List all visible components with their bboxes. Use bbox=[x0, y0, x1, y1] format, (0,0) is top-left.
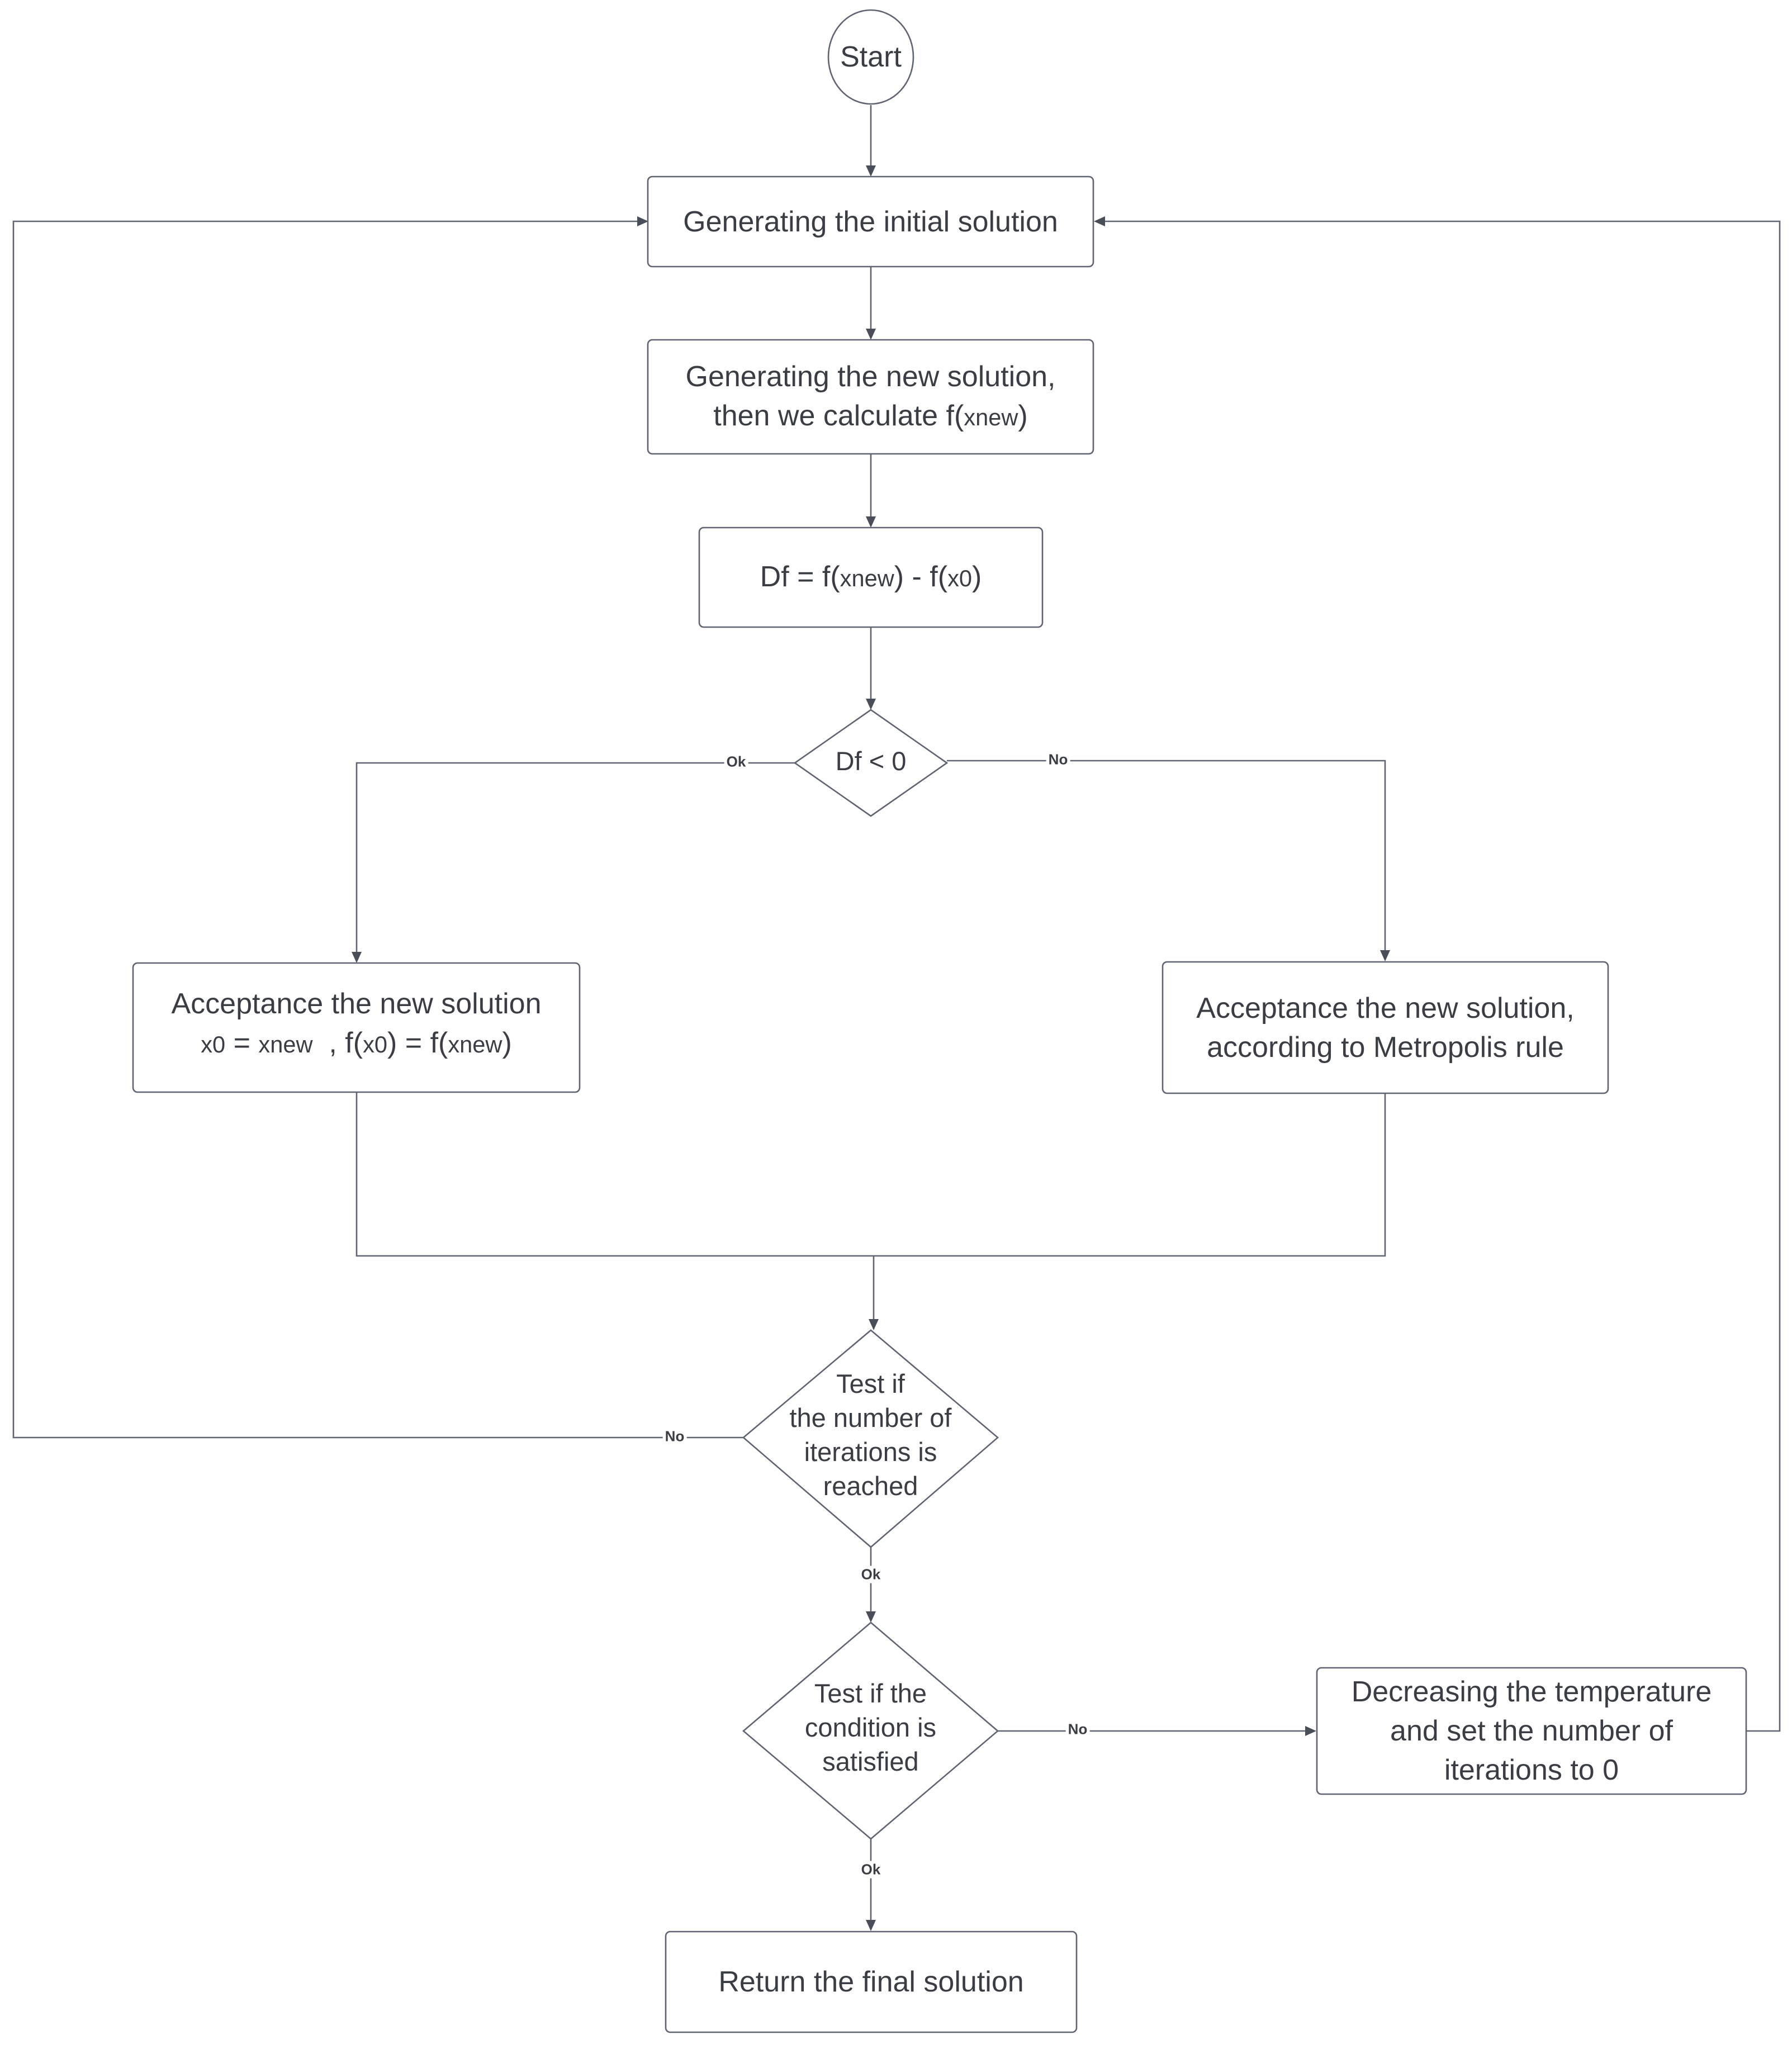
edge-temperature-loop bbox=[1103, 220, 1781, 1732]
metropolis-node: Acceptance the new solution, according t… bbox=[1163, 962, 1608, 1093]
df-calc-shape bbox=[698, 527, 1044, 628]
shapes bbox=[132, 9, 1747, 2033]
df-decision-shape bbox=[793, 709, 949, 817]
accept-new-node: Acceptance the new solution x0 = xnew , … bbox=[133, 963, 580, 1092]
start-node: Start bbox=[828, 10, 913, 104]
metropolis-shape bbox=[1162, 961, 1609, 1094]
accept-new-line1: Acceptance the new solution bbox=[171, 988, 542, 1020]
arrowhead-icon bbox=[1094, 216, 1105, 226]
iterations-test-line: iterations is bbox=[804, 1437, 937, 1467]
iterations-test-line: the number of bbox=[789, 1403, 952, 1433]
new-solution-shape bbox=[647, 339, 1094, 455]
accept-new-shape bbox=[132, 962, 581, 1093]
df-calc-formula: Df = f(xnew) - f(x0) bbox=[760, 560, 982, 593]
edge-label-iterations-ok: Ok bbox=[859, 1566, 883, 1583]
edge-label-condition-ok: Ok bbox=[859, 1861, 883, 1879]
final-solution-label: Return the final solution bbox=[718, 1966, 1024, 1998]
edge-label-df-no: No bbox=[1046, 751, 1070, 769]
new-solution-node: Generating the new solution, then we cal… bbox=[648, 340, 1093, 454]
arrowhead-icon bbox=[866, 1611, 876, 1623]
arrowhead-icon bbox=[637, 216, 648, 226]
decrease-temperature-shape bbox=[1316, 1667, 1747, 1795]
iterations-test-node: Test if the number of iterations is reac… bbox=[743, 1330, 998, 1547]
arrowhead-icon bbox=[866, 165, 876, 177]
condition-test-line: condition is bbox=[804, 1713, 937, 1742]
accept-new-line2: x0 = xnew , f(x0) = f(xnew) bbox=[201, 1027, 512, 1059]
decrease-temperature-node: Decreasing the temperature and set the n… bbox=[1317, 1668, 1746, 1794]
iterations-test-line: reached bbox=[823, 1471, 918, 1501]
arrowhead-icon bbox=[1380, 950, 1390, 961]
iterations-test-line: Test if bbox=[836, 1369, 905, 1398]
new-solution-line2: then we calculate f(xnew) bbox=[713, 399, 1028, 432]
edge-accept-merge bbox=[355, 1092, 1386, 1257]
arrowhead-icon bbox=[866, 1920, 876, 1931]
condition-test-node: Test if the condition is satisfied bbox=[743, 1623, 998, 1839]
condition-test-shape bbox=[742, 1621, 999, 1840]
condition-test-line: Test if the bbox=[814, 1678, 927, 1708]
arrowhead-icon bbox=[866, 329, 876, 340]
arrowhead-icon bbox=[869, 1319, 879, 1330]
decrease-temperature-line: and set the number of bbox=[1390, 1715, 1673, 1747]
arrowhead-icon bbox=[352, 952, 362, 963]
condition-test-line: satisfied bbox=[822, 1747, 919, 1776]
df-decision-node: Df < 0 bbox=[795, 710, 947, 816]
arrowhead-icon bbox=[866, 516, 876, 528]
iterations-test-shape bbox=[742, 1329, 999, 1548]
df-decision-label: Df < 0 bbox=[835, 746, 907, 776]
arrowhead-icon bbox=[1305, 1726, 1316, 1736]
new-solution-line1: Generating the new solution, bbox=[685, 360, 1056, 393]
start-label: Start bbox=[840, 41, 902, 73]
edge-label-iterations-no: No bbox=[662, 1427, 687, 1445]
initial-solution-node: Generating the initial solution bbox=[648, 177, 1093, 267]
arrowhead-icon bbox=[866, 699, 876, 710]
df-calc-node: Df = f(xnew) - f(x0) bbox=[699, 528, 1042, 627]
initial-solution-shape bbox=[647, 176, 1094, 268]
metropolis-line1: Acceptance the new solution, bbox=[1196, 992, 1575, 1024]
edge-iterations-no bbox=[12, 220, 743, 1439]
initial-solution-label: Generating the initial solution bbox=[683, 205, 1058, 238]
edge-label-condition-no: No bbox=[1065, 1720, 1090, 1738]
final-solution-shape bbox=[665, 1931, 1078, 2033]
edge-decision-ok bbox=[355, 762, 795, 954]
decrease-temperature-line: Decreasing the temperature bbox=[1351, 1676, 1712, 1708]
edges bbox=[12, 105, 1781, 1931]
metropolis-line2: according to Metropolis rule bbox=[1207, 1031, 1564, 1064]
start-node-shape bbox=[827, 9, 914, 105]
edge-decision-no bbox=[947, 760, 1386, 952]
decrease-temperature-line: iterations to 0 bbox=[1444, 1754, 1619, 1786]
final-solution-node: Return the final solution bbox=[666, 1932, 1077, 2032]
edge-label-df-ok: Ok bbox=[724, 753, 748, 771]
